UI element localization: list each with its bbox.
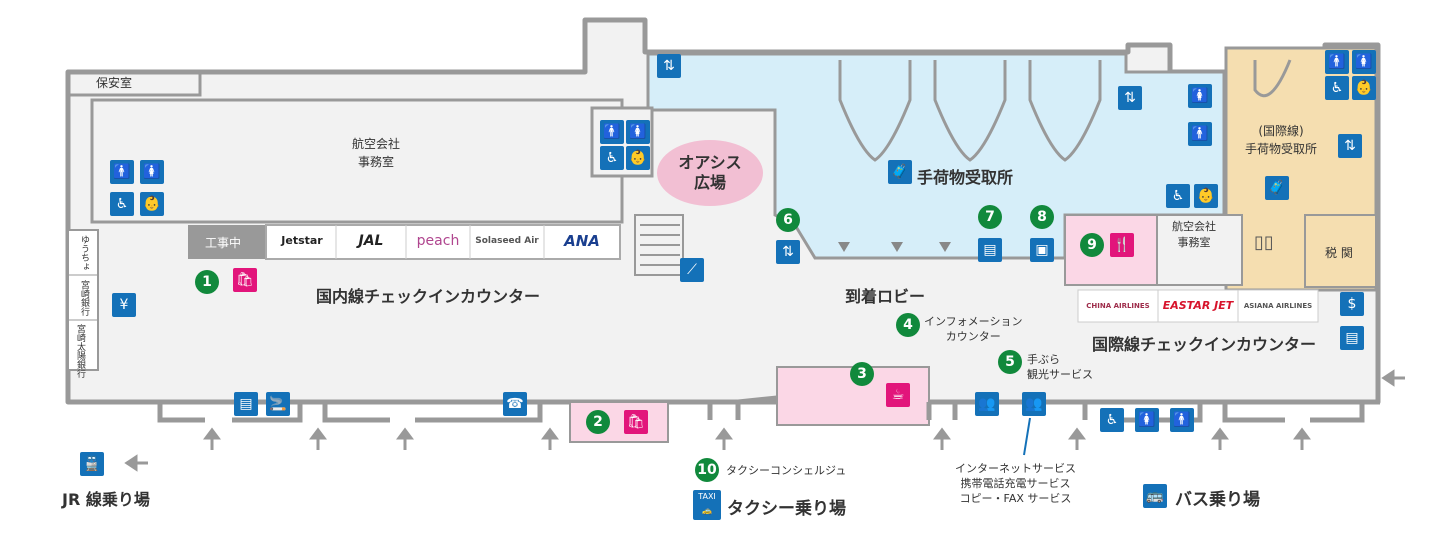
yucho-label: ゆうちょ bbox=[79, 235, 89, 271]
accessible-restroom-icon: ♿ bbox=[600, 146, 624, 170]
shop-icon: 🛍 bbox=[233, 268, 257, 292]
currency-exchange-icon: $ bbox=[1340, 292, 1364, 316]
hands-free-icon: 👥 bbox=[1022, 392, 1046, 416]
baggage-icon: 🧳 bbox=[888, 160, 912, 184]
accessible-restroom-icon: ♿ bbox=[110, 192, 134, 216]
vending-icon: ▤ bbox=[978, 238, 1002, 262]
miyazaki-bank-label: 宮崎銀行 bbox=[79, 280, 89, 316]
vending-icon: ▤ bbox=[234, 392, 258, 416]
customs-label: 税 関 bbox=[1325, 246, 1353, 260]
restroom-male-icon: 🚹 bbox=[1188, 122, 1212, 146]
intl-baggage-label: (国際線) 手荷物受取所 bbox=[1245, 124, 1318, 156]
service-7-marker[interactable]: 7 bbox=[978, 205, 1002, 229]
smoking-room-icon: 🚬 bbox=[266, 392, 290, 416]
service-2-marker[interactable]: 2 bbox=[586, 410, 610, 434]
jal-logo: JAL bbox=[358, 233, 384, 249]
locker-icon: ▣ bbox=[1030, 238, 1054, 262]
restroom-female-icon: 🚺 bbox=[1352, 50, 1376, 74]
taxi-icon: TAXI🚕 bbox=[693, 490, 721, 520]
shop-area bbox=[569, 401, 669, 443]
baggage-claim-label: 手荷物受取所 bbox=[917, 168, 1014, 187]
bank-column bbox=[67, 229, 99, 371]
atm-icon: ¥ bbox=[112, 293, 136, 317]
miyazaki-taiyo-bank-label: 宮崎太陽銀行 bbox=[75, 324, 85, 378]
service-10-marker[interactable]: 10 bbox=[695, 458, 719, 482]
hands-free-label: 手ぶら 観光サービス bbox=[1027, 353, 1093, 381]
elevator-icon: ⇅ bbox=[657, 54, 681, 78]
baggage-icon: 🧳 bbox=[1265, 176, 1289, 200]
info-counter-icon: 👥 bbox=[975, 392, 999, 416]
baby-care-icon: 👶 bbox=[1194, 184, 1218, 208]
customs-room bbox=[1304, 214, 1377, 288]
phone-icon: ☎ bbox=[503, 392, 527, 416]
restroom-male-icon: 🚹 bbox=[110, 160, 134, 184]
arrival-lobby-label: 到着ロビー bbox=[845, 287, 926, 306]
restroom-female-icon: 🚺 bbox=[140, 160, 164, 184]
restroom-male-icon: 🚹 bbox=[600, 120, 624, 144]
accessible-restroom-icon: ♿ bbox=[1325, 76, 1349, 100]
china-airlines-logo: CHINA AIRLINES bbox=[1086, 302, 1150, 310]
train-icon: 🚆 bbox=[80, 452, 104, 476]
jetstar-logo: Jetstar bbox=[281, 234, 323, 247]
restroom-female-icon: 🚺 bbox=[1188, 84, 1212, 108]
restaurant-icon: 🍴 bbox=[1110, 233, 1134, 257]
info-counter-label: インフォメーション カウンター bbox=[924, 315, 1023, 343]
construction-label: 工事中 bbox=[205, 236, 242, 250]
oasis-plaza: オアシス 広場 bbox=[657, 140, 763, 206]
baby-care-icon: 👶 bbox=[140, 192, 164, 216]
construction-zone bbox=[188, 225, 266, 259]
bus-platform-label: バス乗り場 bbox=[1175, 490, 1260, 510]
baby-care-icon: 👶 bbox=[1352, 76, 1376, 100]
taxi-concierge-label: タクシーコンシェルジュ bbox=[726, 464, 847, 477]
service-4-marker[interactable]: 4 bbox=[896, 313, 920, 337]
escalator-icon: ⟋ bbox=[680, 258, 704, 282]
entrance-arrows bbox=[124, 369, 1405, 472]
intl-counters bbox=[1077, 289, 1319, 323]
restroom-female-icon: 🚺 bbox=[1135, 408, 1159, 432]
security-room-label: 保安室 bbox=[96, 76, 133, 90]
cafe-icon: ☕ bbox=[886, 383, 910, 407]
elevator-icon: ⇅ bbox=[776, 240, 800, 264]
restroom-male-icon: 🚹 bbox=[1170, 408, 1194, 432]
restroom-female-icon: 🚺 bbox=[626, 120, 650, 144]
service-5-marker[interactable]: 5 bbox=[998, 350, 1022, 374]
accessible-restroom-icon: ♿ bbox=[1166, 184, 1190, 208]
jr-platform-label: JR 線乗り場 bbox=[62, 490, 150, 509]
service-6-marker[interactable]: 6 bbox=[776, 208, 800, 232]
taxi-platform-label: タクシー乗り場 bbox=[727, 499, 846, 519]
domestic-office-block bbox=[90, 98, 624, 224]
baggage-carousels bbox=[838, 59, 1292, 162]
domestic-office-label: 航空会社 事務室 bbox=[352, 137, 401, 169]
taxi-sign: TAXI bbox=[698, 492, 716, 501]
intl-office-label: 航空会社 事務室 bbox=[1172, 220, 1216, 249]
baby-care-icon: 👶 bbox=[626, 146, 650, 170]
domestic-checkin-label: 国内線チェックインカウンター bbox=[316, 287, 541, 306]
solaseed-logo: Solaseed Air bbox=[475, 236, 539, 246]
shop-icon: 🛍 bbox=[624, 410, 648, 434]
elevator-icon: ⇅ bbox=[1338, 134, 1362, 158]
asiana-logo: ASIANA AIRLINES bbox=[1243, 302, 1313, 310]
service-8-marker[interactable]: 8 bbox=[1030, 205, 1054, 229]
peach-logo: peach bbox=[416, 233, 460, 249]
intl-baggage-locker-label: ▯▯ bbox=[1254, 232, 1274, 253]
internet-services-label: インターネットサービス 携帯電話充電サービス コピー・FAX サービス bbox=[955, 462, 1076, 505]
accessible-restroom-icon: ♿ bbox=[1100, 408, 1124, 432]
bus-icon: 🚌 bbox=[1143, 484, 1167, 508]
service-3-marker[interactable]: 3 bbox=[850, 362, 874, 386]
vending-icon: ▤ bbox=[1340, 326, 1364, 350]
ana-logo: ANA bbox=[564, 232, 600, 250]
left-room-wall bbox=[68, 72, 202, 97]
airline-counters bbox=[265, 224, 621, 260]
eastar-jet-logo: EASTAR JET bbox=[1162, 299, 1234, 312]
intl-checkin-label: 国際線チェックインカウンター bbox=[1092, 335, 1317, 354]
service-1-marker[interactable]: 1 bbox=[195, 270, 219, 294]
restroom-male-icon: 🚹 bbox=[1325, 50, 1349, 74]
service-9-marker[interactable]: 9 bbox=[1080, 233, 1104, 257]
elevator-icon: ⇅ bbox=[1118, 86, 1142, 110]
stairs bbox=[634, 214, 684, 276]
intl-office bbox=[1156, 214, 1243, 286]
